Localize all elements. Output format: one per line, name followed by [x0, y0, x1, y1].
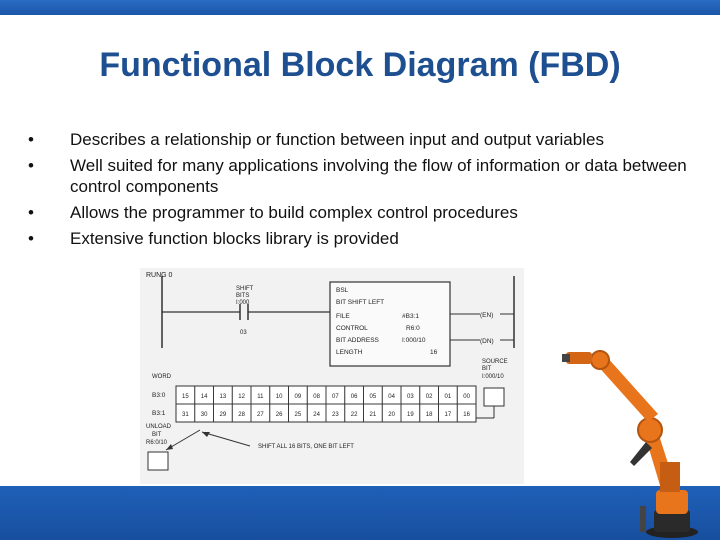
industrial-robot-image	[560, 342, 720, 540]
bit-number: 25	[295, 412, 302, 418]
bullet-marker: •	[28, 130, 34, 149]
bit-number: 26	[276, 412, 283, 418]
bit-number: 27	[257, 412, 264, 418]
bit-number: 21	[370, 412, 377, 418]
shift-bits-label: SHIFT BITS I:000	[236, 286, 255, 306]
contact-number: 03	[240, 330, 247, 336]
bullet-item: • Describes a relationship or function be…	[28, 129, 688, 150]
bullet-text: Describes a relationship or function bet…	[70, 130, 604, 149]
bit-register: 15 14 13 12 11 10 09 08 07 06 05 04 03 02 01 00 31 30 29 28…	[175, 385, 477, 423]
bit-number: 31	[182, 412, 189, 418]
bit-number: 07	[332, 394, 339, 400]
bullet-text: Allows the programmer to build complex c…	[70, 203, 518, 222]
bsl-block: BSL BIT SHIFT LEFT FILE #B3:1 CONTROL R6…	[336, 287, 438, 356]
bit-number: 13	[220, 394, 227, 400]
bullet-item: • Extensive function blocks library is pr…	[28, 228, 688, 249]
bit-number: 28	[238, 412, 245, 418]
bit-number: 17	[445, 412, 452, 418]
bottom-accent-bar	[0, 486, 720, 540]
bit-number: 08	[313, 394, 320, 400]
unload-bit-label: UNLOAD BIT R6:0/10	[146, 424, 173, 446]
bullet-text: Well suited for many applications involv…	[70, 156, 687, 196]
bit-number: 23	[332, 412, 339, 418]
bit-number: 09	[295, 394, 302, 400]
bit-number: 03	[407, 394, 414, 400]
svg-text:BIT SHIFT LEFT: BIT SHIFT LEFT	[336, 299, 384, 306]
bullet-marker: •	[28, 229, 34, 248]
bullet-text: Extensive function blocks library is pro…	[70, 229, 399, 248]
bit-number: 04	[388, 394, 395, 400]
word-label: WORD	[152, 374, 172, 380]
bit-number: 12	[238, 394, 245, 400]
svg-text:R6:0: R6:0	[406, 325, 420, 332]
bit-number: 22	[351, 412, 358, 418]
bit-number: 20	[388, 412, 395, 418]
b3-1-label: B3:1	[152, 410, 166, 417]
bit-number: 01	[445, 394, 452, 400]
bit-number: 00	[463, 394, 470, 400]
svg-text:BSL: BSL	[336, 287, 349, 294]
svg-text:FILE: FILE	[336, 313, 350, 320]
bit-cell	[456, 403, 477, 423]
en-coil: (EN)	[480, 312, 493, 319]
bit-number: 02	[426, 394, 433, 400]
ladder-diagram-image: RUNG 0 SHIFT BITS I:000 03 BSL BIT SHIFT…	[140, 268, 524, 484]
dn-coil: (DN)	[480, 338, 494, 345]
bit-number: 15	[182, 394, 189, 400]
bullet-marker: •	[28, 203, 34, 222]
bit-number: 16	[463, 412, 470, 418]
rung-label: RUNG 0	[146, 272, 173, 279]
svg-text:BIT ADDRESS: BIT ADDRESS	[336, 337, 380, 344]
bit-number: 10	[276, 394, 283, 400]
svg-text:#B3:1: #B3:1	[402, 313, 419, 320]
bit-number: 05	[370, 394, 377, 400]
source-bit-label: SOURCE BIT I:000/10	[482, 359, 509, 380]
bit-number: 14	[201, 394, 208, 400]
bullet-marker: •	[28, 156, 34, 175]
bit-number: 11	[257, 394, 264, 400]
svg-text:LENGTH: LENGTH	[336, 349, 363, 356]
bit-number: 29	[220, 412, 227, 418]
bit-number: 18	[426, 412, 433, 418]
top-accent-bar	[0, 0, 720, 15]
bit-number: 30	[201, 412, 208, 418]
b3-0-label: B3:0	[152, 392, 166, 399]
svg-text:I:000/10: I:000/10	[402, 337, 426, 344]
bit-number: 19	[407, 412, 414, 418]
bit-number: 24	[313, 412, 320, 418]
shift-note: SHIFT ALL 16 BITS, ONE BIT LEFT	[258, 444, 354, 450]
svg-text:CONTROL: CONTROL	[336, 325, 368, 332]
bit-number: 06	[351, 394, 358, 400]
bullet-item: • Well suited for many applications invol…	[28, 155, 688, 197]
bullet-list: • Describes a relationship or function be…	[28, 129, 688, 254]
slide-title: Functional Block Diagram (FBD)	[99, 46, 621, 84]
svg-text:16: 16	[430, 349, 438, 356]
bullet-item: • Allows the programmer to build complex …	[28, 202, 688, 223]
